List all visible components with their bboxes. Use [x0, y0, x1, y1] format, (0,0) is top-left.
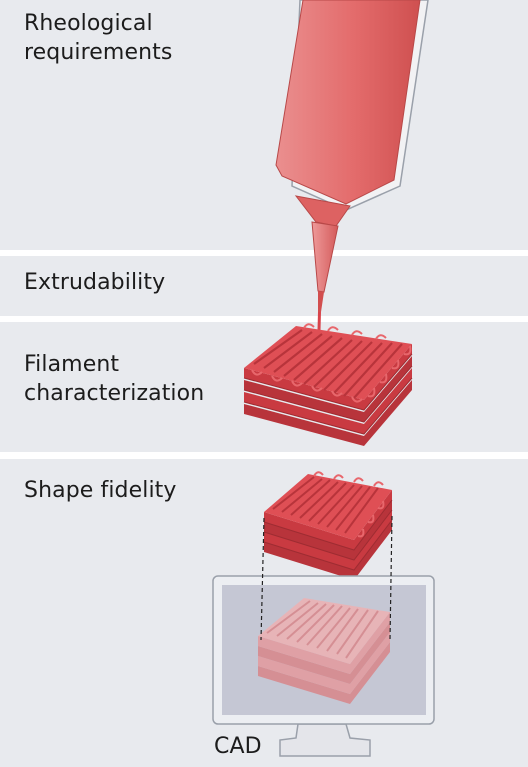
rheological-requirements-label: Rheological requirements	[24, 11, 173, 65]
section-rheological-band	[0, 0, 528, 250]
printed-scaffold	[243, 323, 413, 446]
printed-scaffold-fidelity	[263, 471, 393, 580]
extrudability-label: Extrudability	[24, 270, 166, 295]
cad-label: CAD	[214, 734, 262, 759]
cad-model	[258, 598, 390, 704]
scaffold-layers	[243, 323, 413, 446]
projection-lines	[260, 515, 393, 641]
filament-characterization-label: Filament characterization	[24, 352, 205, 406]
section-extrudability-band	[0, 256, 528, 316]
syringe	[275, 0, 429, 331]
shape-fidelity-label: Shape fidelity	[24, 478, 177, 503]
